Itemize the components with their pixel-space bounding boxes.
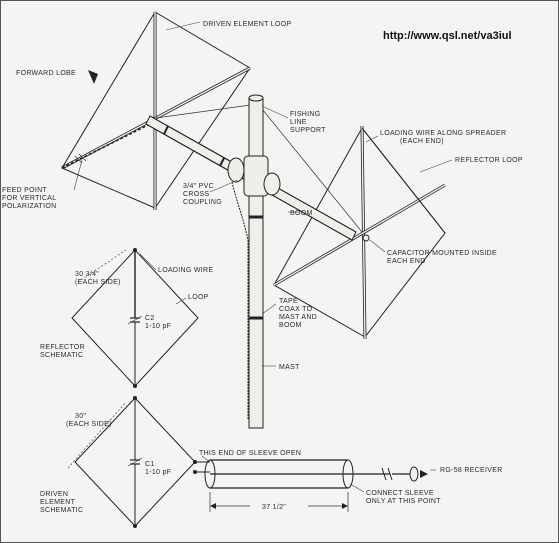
label-feed-point-3: POLARIZATION — [2, 203, 56, 210]
label-driven-schematic-1: DRIVEN — [40, 491, 68, 498]
label-fishing-3: SUPPORT — [290, 127, 326, 134]
label-reflector-loop: REFLECTOR LOOP — [455, 157, 523, 164]
label-boom: BOOM — [290, 210, 313, 217]
label-tape-3: MAST AND — [279, 314, 317, 321]
label-sleeve-length: 37 1/2" — [262, 504, 286, 511]
mast — [227, 94, 281, 429]
reflector-schematic — [71, 248, 199, 388]
label-connect-1: CONNECT SLEEVE — [366, 490, 434, 497]
label-fishing-2: LINE — [290, 119, 307, 126]
forward-lobe-arrow-icon — [88, 70, 98, 84]
label-c1-2: 1-10 pF — [145, 469, 171, 476]
label-reflector-schematic-1: REFLECTOR — [40, 344, 85, 351]
coax-sleeve — [195, 455, 436, 512]
label-capacitor-1: CAPACITOR MOUNTED INSIDE — [387, 250, 497, 257]
label-feed-point-2: FOR VERTICAL — [2, 195, 56, 202]
label-tape-2: COAX TO — [279, 306, 313, 313]
label-rg58: RG-58 RECEIVER — [440, 467, 503, 474]
label-loop: LOOP — [188, 294, 209, 301]
label-c2-2: 1-10 pF — [145, 323, 171, 330]
label-loading-wire: LOADING WIRE — [158, 267, 213, 274]
fishing-line — [155, 103, 259, 119]
label-pvc-1: 3/4" PVC — [183, 183, 214, 190]
labels: DRIVEN ELEMENT LOOP FORWARD LOBE FISHING… — [2, 21, 523, 514]
label-feed-point-1: FEED POINT — [2, 187, 47, 194]
label-driven-side-1: 30" — [75, 413, 86, 420]
label-capacitor-2: EACH END — [387, 258, 426, 265]
label-driven-schematic-3: SCHEMATIC — [40, 507, 83, 514]
driven-element-loop — [61, 11, 251, 210]
label-forward-lobe: FORWARD LOBE — [16, 70, 76, 77]
label-loading-wire-spreader-2: (EACH END) — [400, 138, 444, 145]
label-fishing-1: FISHING — [290, 111, 321, 118]
label-c2-1: C2 — [145, 315, 155, 322]
label-reflector-schematic-2: SCHEMATIC — [40, 352, 83, 359]
leader-lines — [73, 21, 453, 367]
driven-schematic — [67, 396, 197, 528]
label-driven-side-2: (EACH SIDE) — [66, 421, 112, 428]
label-mast: MAST — [279, 364, 300, 371]
label-connect-2: ONLY AT THIS POINT — [366, 498, 441, 505]
fishing-line-2 — [257, 103, 363, 233]
url-text: http://www.qsl.net/va3iul — [383, 30, 512, 42]
label-tape-1: TAPE — [279, 298, 298, 305]
label-refl-side-1: 30 3/4" — [75, 271, 99, 278]
label-sleeve-open: THIS END OF SLEEVE OPEN — [199, 450, 301, 457]
label-refl-side-2: (EACH SIDE) — [75, 279, 121, 286]
label-driven-schematic-2: ELEMENT — [40, 499, 76, 506]
label-driven-element-loop: DRIVEN ELEMENT LOOP — [203, 21, 291, 28]
label-pvc-3: COUPLING — [183, 199, 222, 206]
label-pvc-2: CROSS — [183, 191, 209, 198]
label-tape-4: BOOM — [279, 322, 302, 329]
reflector-loop — [273, 125, 446, 340]
label-c1-1: C1 — [145, 461, 155, 468]
label-loading-wire-spreader-1: LOADING WIRE ALONG SPREADER — [380, 130, 506, 137]
